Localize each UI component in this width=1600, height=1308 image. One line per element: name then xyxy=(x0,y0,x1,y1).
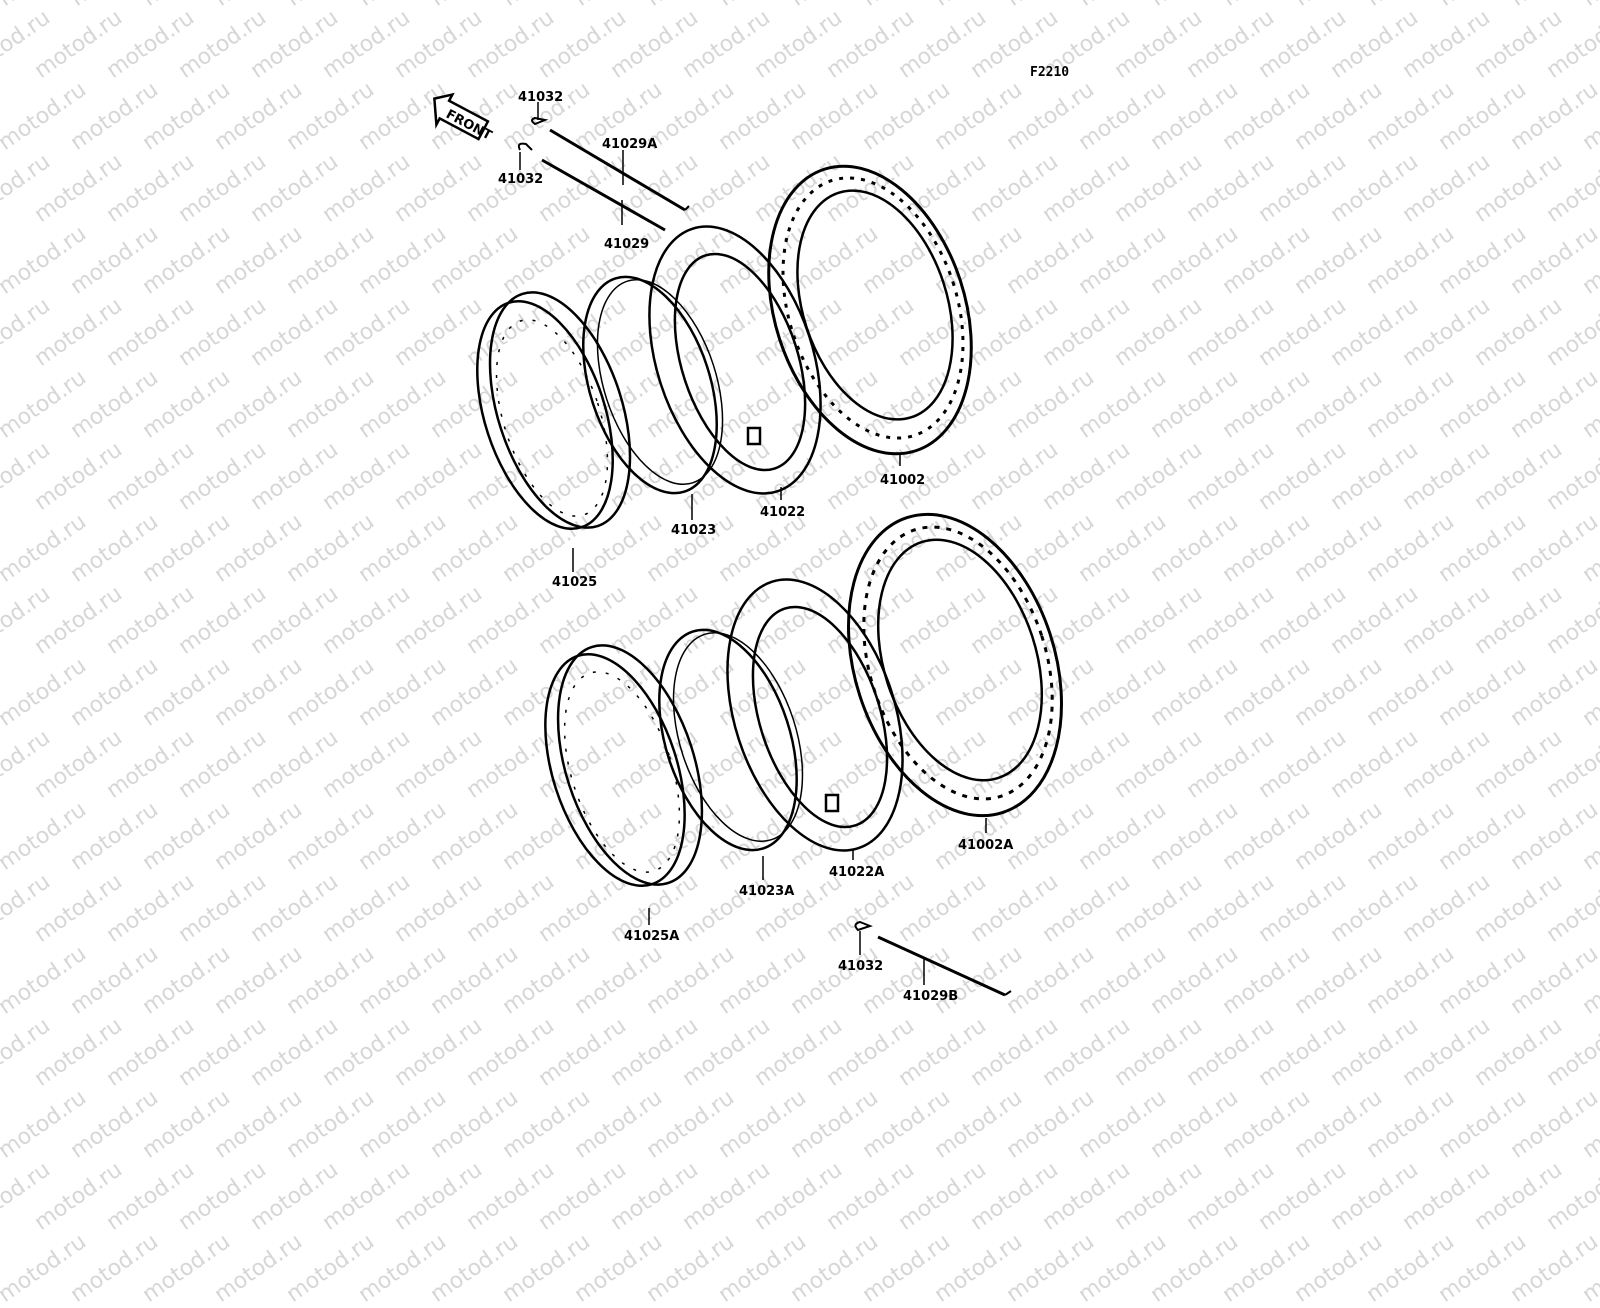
watermark-text: motod.ru xyxy=(0,1229,91,1308)
watermark-text: motod.ru xyxy=(1289,1229,1387,1308)
watermark-text: motod.ru xyxy=(497,1229,595,1308)
watermark-text: motod.ru xyxy=(785,1229,883,1308)
watermark-text: motod.ru xyxy=(569,1229,667,1308)
label-front-spoke-a: 41029A xyxy=(602,137,657,152)
watermark-text: motod.ru xyxy=(713,1229,811,1308)
watermark-text: motod.ru xyxy=(425,1229,523,1308)
label-front-rim: 41025 xyxy=(552,575,597,590)
watermark-text: motod.ru xyxy=(641,1229,739,1308)
front-arrow-icon: FRONT xyxy=(433,92,494,144)
label-rear-nipple: 41032 xyxy=(838,959,883,974)
watermark-text: motod.ru xyxy=(1361,1229,1459,1308)
rear-rim-band xyxy=(658,628,804,852)
watermark-text: motod.ru xyxy=(281,1229,379,1308)
rear-spoke xyxy=(854,920,1012,997)
label-front-nipple-a: 41032 xyxy=(518,90,563,105)
label-front-rim-band: 41023 xyxy=(671,523,716,538)
watermark-text: motod.ru xyxy=(1145,1229,1243,1308)
label-front-tire: 41002 xyxy=(880,473,925,488)
label-front-tube: 41022 xyxy=(760,505,805,520)
label-rear-spoke: 41029B xyxy=(903,989,958,1004)
rear-rim xyxy=(544,644,704,887)
front-rim-band xyxy=(582,275,724,495)
front-tube xyxy=(648,225,822,495)
label-rear-rim: 41025A xyxy=(624,929,679,944)
label-rear-rim-band: 41023A xyxy=(739,884,794,899)
watermark-text: motod.ru xyxy=(137,1229,235,1308)
watermark-text: motod.ru xyxy=(857,1229,955,1308)
label-front-nipple-b: 41032 xyxy=(498,172,543,187)
watermark-text: motod.ru xyxy=(353,1229,451,1308)
watermark-text: motod.ru xyxy=(1001,1229,1099,1308)
front-rim xyxy=(476,291,632,530)
front-spokes xyxy=(517,102,690,232)
watermark-text: motod.ru xyxy=(1505,1229,1600,1308)
label-rear-tire: 41002A xyxy=(958,838,1013,853)
parts-diagram: F2210 FRONT 41032 41029A 41032 41029 xyxy=(433,65,1069,1004)
watermark-text: motod.ru xyxy=(1217,1229,1315,1308)
watermark-text: motod.ru xyxy=(1577,1229,1600,1308)
watermark-text: motod.ru xyxy=(1433,1229,1531,1308)
rear-tube xyxy=(726,578,904,852)
watermark-text: motod.ru xyxy=(209,1229,307,1308)
rear-leader-lines xyxy=(648,818,987,985)
figure-id: F2210 xyxy=(1030,65,1069,80)
rear-tire xyxy=(847,512,1063,818)
front-tire xyxy=(767,164,973,456)
watermark-text: motod.ru xyxy=(929,1229,1027,1308)
watermark-text: motod.ru xyxy=(1073,1229,1171,1308)
watermark-text: motod.ru xyxy=(65,1229,163,1308)
label-front-spoke: 41029 xyxy=(604,237,649,252)
front-leader-lines xyxy=(572,455,901,572)
label-rear-tube: 41022A xyxy=(829,865,884,880)
